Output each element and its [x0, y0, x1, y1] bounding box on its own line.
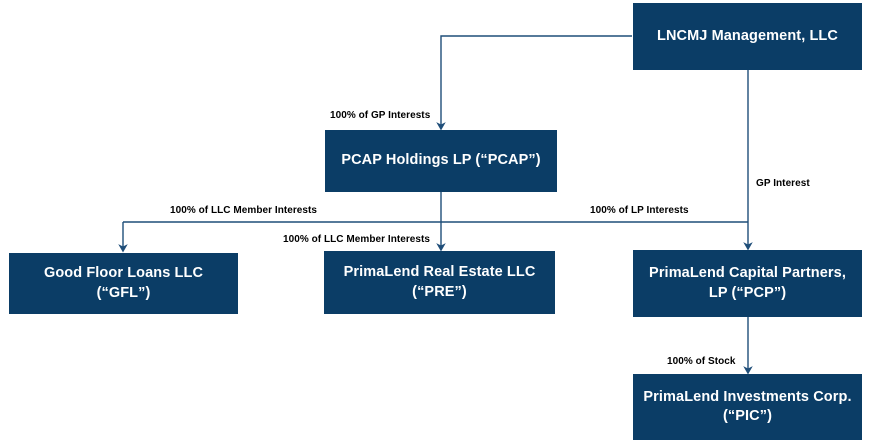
- node-primalend-real-estate[interactable]: PrimaLend Real Estate LLC (“PRE”): [324, 251, 555, 314]
- node-lncmj-management[interactable]: LNCMJ Management, LLC: [633, 3, 862, 70]
- node-good-floor-loans[interactable]: Good Floor Loans LLC (“GFL”): [9, 253, 238, 314]
- node-primalend-investments-label: PrimaLend Investments Corp. (“PIC”): [643, 388, 852, 424]
- connector-lncmj-to-pcap: [436, 35, 632, 131]
- node-good-floor-loans-label: Good Floor Loans LLC (“GFL”): [43, 265, 204, 301]
- edge-label-gp-interest: GP Interest: [756, 178, 810, 189]
- node-primalend-capital-partners-label: PrimaLend Capital Partners, LP (“PCP”): [649, 265, 846, 301]
- edge-label-llc-member-interests-pre: 100% of LLC Member Interests: [283, 234, 430, 245]
- node-pcap-holdings[interactable]: PCAP Holdings LP (“PCAP”): [325, 130, 557, 192]
- edge-label-stock: 100% of Stock: [667, 356, 736, 367]
- node-primalend-real-estate-label: PrimaLend Real Estate LLC (“PRE”): [343, 264, 536, 300]
- node-primalend-investments[interactable]: PrimaLend Investments Corp. (“PIC”): [633, 374, 862, 440]
- edge-label-gp-interests: 100% of GP Interests: [330, 110, 431, 121]
- node-primalend-capital-partners[interactable]: PrimaLend Capital Partners, LP (“PCP”): [633, 250, 862, 317]
- edge-label-llc-member-interests-gfl: 100% of LLC Member Interests: [170, 205, 317, 216]
- edge-label-lp-interests: 100% of LP Interests: [590, 205, 689, 216]
- node-lncmj-management-label: LNCMJ Management, LLC: [657, 27, 838, 44]
- node-pcap-holdings-label: PCAP Holdings LP (“PCAP”): [341, 152, 541, 169]
